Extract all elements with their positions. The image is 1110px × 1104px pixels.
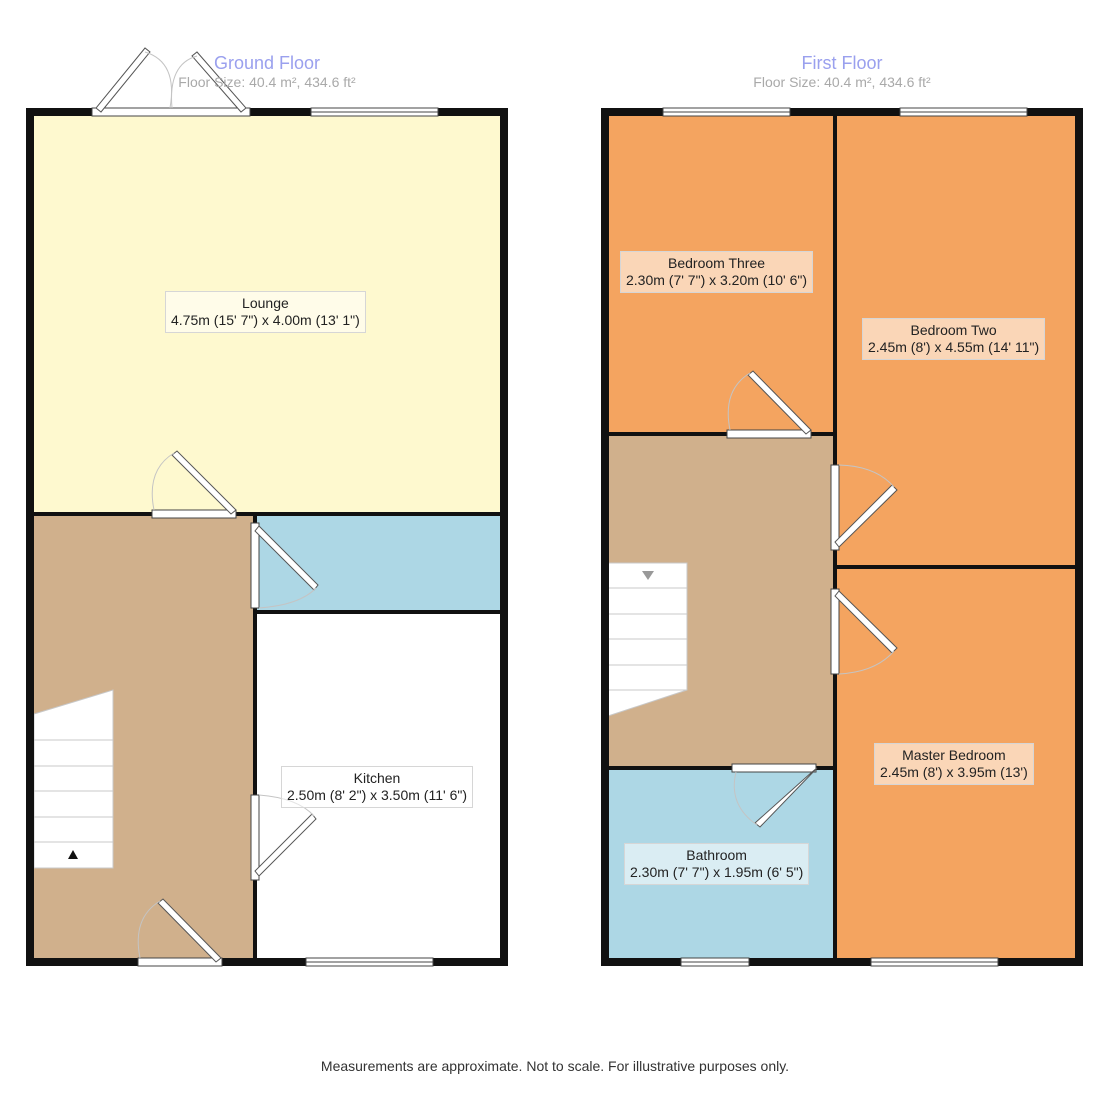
bathroom-label: Bathroom 2.30m (7' 7") x 1.95m (6' 5"): [624, 843, 810, 885]
first-floor-size: Floor Size: 40.4 m², 434.6 ft²: [753, 74, 931, 90]
room-dimensions: 2.30m (7' 7") x 1.95m (6' 5"): [630, 864, 804, 880]
room-dimensions: 2.45m (8') x 3.95m (13'): [880, 764, 1028, 780]
room-name: Master Bedroom: [902, 747, 1006, 763]
first-stairs: [607, 562, 688, 717]
room-name: Kitchen: [353, 770, 401, 786]
first-windows: [662, 107, 1028, 967]
bedroom-three-label: Bedroom Three 2.30m (7' 7") x 3.20m (10'…: [620, 251, 814, 293]
room-name: Bedroom Two: [910, 322, 997, 338]
ground-floor-title: Ground Floor: [213, 53, 321, 73]
ground-floor-heading: Ground Floor Floor Size: 40.4 m², 434.6 …: [67, 53, 467, 90]
disclaimer-text: Measurements are approximate. Not to sca…: [320, 1058, 790, 1074]
room-dimensions: 2.45m (8') x 4.55m (14' 11"): [868, 339, 1040, 355]
room-name: Bedroom Three: [668, 255, 766, 271]
ground-stairs: [33, 689, 114, 869]
first-doors: [727, 370, 898, 828]
first-floor-title: First Floor: [801, 53, 883, 73]
room-dimensions: 2.30m (7' 7") x 3.20m (10' 6"): [626, 272, 808, 288]
first-floor-heading: First Floor Floor Size: 40.4 m², 434.6 f…: [642, 53, 1042, 90]
room-name: Lounge: [242, 295, 289, 311]
bedroom-two-label: Bedroom Two 2.45m (8') x 4.55m (14' 11"): [862, 318, 1046, 360]
first-floor-plan: [601, 107, 1083, 967]
stairs-down-arrow-icon: [642, 571, 654, 580]
stairs-up-arrow-icon: [68, 850, 78, 859]
master-bedroom-label: Master Bedroom 2.45m (8') x 3.95m (13'): [874, 743, 1034, 785]
ground-doors: [95, 47, 319, 963]
ground-windows: [91, 107, 439, 967]
ground-floor-plan: [26, 47, 508, 967]
ground-floor-size: Floor Size: 40.4 m², 434.6 ft²: [178, 74, 356, 90]
room-name: Bathroom: [686, 847, 747, 863]
lounge-label: Lounge 4.75m (15' 7") x 4.00m (13' 1"): [165, 291, 366, 333]
kitchen-label: Kitchen 2.50m (8' 2") x 3.50m (11' 6"): [281, 766, 473, 808]
room-dimensions: 2.50m (8' 2") x 3.50m (11' 6"): [287, 787, 467, 803]
room-dimensions: 4.75m (15' 7") x 4.00m (13' 1"): [171, 312, 360, 328]
